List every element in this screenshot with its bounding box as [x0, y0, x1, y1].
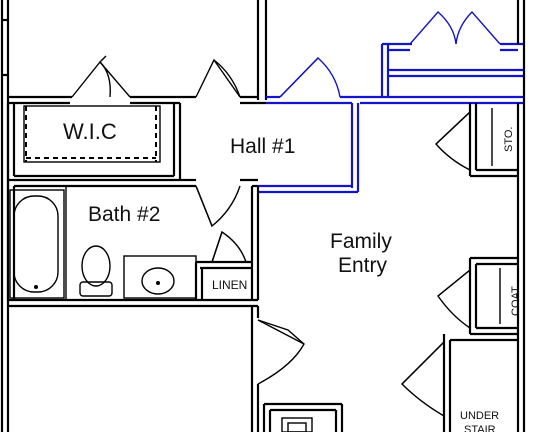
- hall-top-door[interactable]: [195, 58, 241, 98]
- coat-label: COAT: [510, 286, 522, 316]
- hall-label: Hall #1: [230, 135, 295, 158]
- right-exterior-wall: [516, 0, 526, 432]
- hall-lower-door[interactable]: [195, 185, 241, 228]
- coat-door[interactable]: [437, 269, 471, 329]
- sto-label: STO.: [503, 127, 515, 152]
- bottom-cabinet: [262, 402, 344, 432]
- linen-label: LINEN: [212, 278, 247, 292]
- family-entry-label-line2: Entry: [338, 254, 388, 277]
- wic-label: W.I.C: [63, 119, 117, 144]
- family-entry-label-line1: Family: [330, 230, 392, 253]
- linen-door[interactable]: [211, 230, 247, 263]
- linen-closet: [194, 260, 252, 300]
- vanity: [123, 255, 197, 299]
- coat-closet: [468, 256, 518, 336]
- lower-room-door[interactable]: [257, 319, 305, 385]
- under-stair-door[interactable]: [401, 341, 445, 417]
- bathtub: [9, 189, 65, 299]
- under-stair-label-line1: UNDER: [460, 410, 499, 422]
- wic-double-door[interactable]: [71, 55, 131, 98]
- bath-room: [6, 180, 260, 308]
- wic-room: [6, 103, 182, 182]
- top-left-room-walls: [8, 0, 268, 105]
- toilet: [79, 245, 113, 297]
- storage-closet: [468, 103, 518, 178]
- lower-left-walls: [250, 306, 260, 432]
- highlighted-walls: [258, 10, 524, 194]
- under-stair-label-line2: STAIR: [464, 424, 496, 432]
- storage-door[interactable]: [435, 111, 471, 171]
- bath-label: Bath #2: [88, 203, 160, 226]
